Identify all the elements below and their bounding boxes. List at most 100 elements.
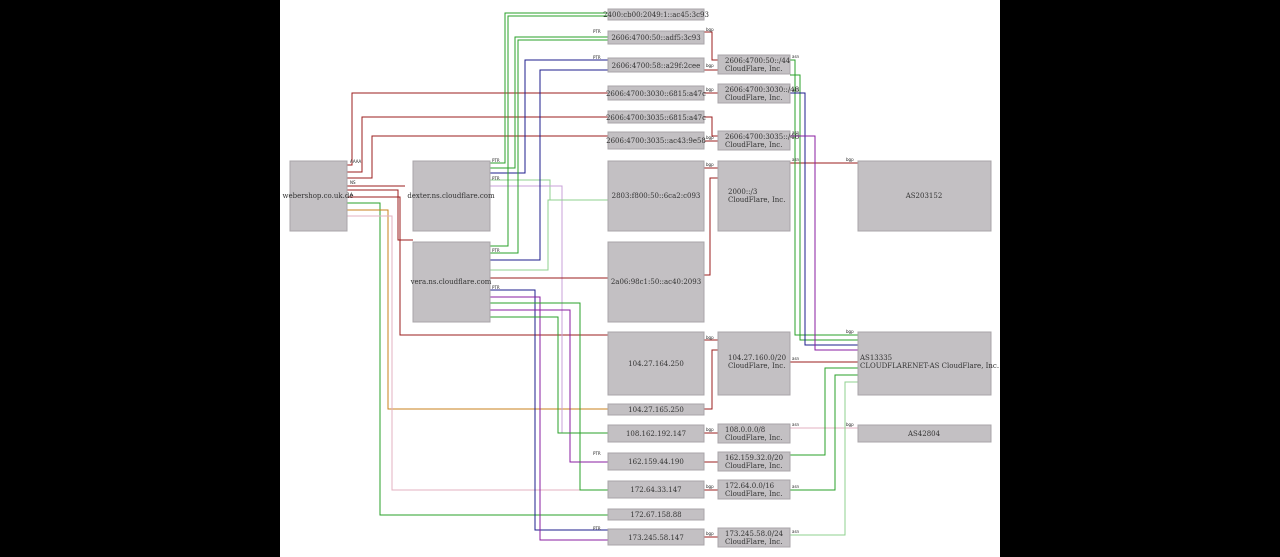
port-label-pfx6-asn: asn <box>792 422 800 427</box>
node-label: 2606:4700:50::adf5:3c93 <box>611 34 700 42</box>
nodes: webershop.co.uk.de dexter.ns.cloudflare.… <box>283 8 999 548</box>
node-pfx2[interactable]: 2606:4700:3030::/48 CloudFlare, Inc. <box>717 83 799 104</box>
node-sublabel: CloudFlare, Inc. <box>728 362 785 370</box>
port-label-ns2-ptr: PTR <box>492 248 500 253</box>
node-label: 162.159.32.0/20 <box>725 454 783 462</box>
edge-ns1-ip6c <box>490 36 608 169</box>
port-label-pfx4-asn: asn <box>792 157 800 162</box>
node-ns1[interactable]: dexter.ns.cloudflare.com <box>407 160 495 232</box>
node-sublabel: CloudFlare, Inc. <box>725 65 782 73</box>
node-label: 108.0.0.0/8 <box>725 426 765 434</box>
port-label-pfx5-asn: asn <box>792 356 800 361</box>
node-ip4b[interactable]: 104.27.165.250 <box>607 403 705 416</box>
port-label-as3-bgp: bgp <box>846 422 854 427</box>
port-label-domain-ns: NS <box>350 180 356 185</box>
node-sublabel: CloudFlare, Inc. <box>725 141 782 149</box>
network-graph: webershop.co.uk.de dexter.ns.cloudflare.… <box>283 8 999 548</box>
node-pfx3[interactable]: 2606:4700:3035::/48 CloudFlare, Inc. <box>717 130 799 151</box>
node-pfx5[interactable]: 104.27.160.0/20 CloudFlare, Inc. <box>717 331 791 396</box>
node-label: 172.64.33.147 <box>630 486 681 494</box>
port-label-pfx1-asn: asn <box>792 54 800 59</box>
port-label-as2-bgp: bgp <box>846 329 854 334</box>
edge-ns2-ip6c <box>490 39 608 254</box>
node-label: 2606:4700:58::a29f:2cee <box>612 62 701 70</box>
node-label: AS13335 <box>859 354 892 362</box>
edge-ns2-ip6a <box>490 69 608 261</box>
node-pfx7[interactable]: 162.159.32.0/20 CloudFlare, Inc. <box>717 451 791 472</box>
edge-domain-ip6f <box>347 135 608 179</box>
edge-ns2-ip4d <box>490 309 608 463</box>
node-ip6c[interactable]: 2606:4700:58::a29f:2cee <box>607 57 705 73</box>
node-pfx6[interactable]: 108.0.0.0/8 CloudFlare, Inc. <box>717 423 791 444</box>
node-label: 173.245.58.147 <box>628 534 684 542</box>
node-label: 172.67.158.88 <box>630 511 681 519</box>
node-ip4e[interactable]: 172.64.33.147 <box>607 480 705 499</box>
node-sublabel: CloudFlare, Inc. <box>728 196 785 204</box>
port-labels: AAAA NS A PTR PTR PTR PTR PTR PTR PTR PT… <box>350 27 854 536</box>
port-label-ip6d-bgp: bgp <box>706 87 714 92</box>
node-ip4c[interactable]: 108.162.192.147 <box>607 424 705 443</box>
node-sublabel: CloudFlare, Inc. <box>725 434 782 442</box>
node-ip6h[interactable]: 2a06:98c1:50::ac40:2093 <box>607 241 705 323</box>
edge-ns1-ip6b <box>490 12 608 164</box>
node-sublabel: CLOUDFLARENET-AS CloudFlare, Inc. <box>860 362 999 370</box>
node-ip4d[interactable]: 162.159.44.190 <box>607 452 705 471</box>
node-label: AS203152 <box>905 192 943 200</box>
node-ip6d[interactable]: 2606:4700:3030::6815:a47c <box>606 85 706 101</box>
port-label-domain-a: A <box>350 192 353 197</box>
node-pfx4[interactable]: 2000::/3 CloudFlare, Inc. <box>717 160 791 232</box>
edge-domain-ns2 <box>347 189 413 241</box>
node-label: 2803:f800:50::6ca2:c093 <box>612 192 701 200</box>
port-label-ip4d-ptr: PTR <box>593 451 601 456</box>
edge-domain-ip4f <box>347 202 608 516</box>
graph-canvas: webershop.co.uk.de dexter.ns.cloudflare.… <box>280 0 1000 557</box>
edge-ns2-ip4g <box>490 289 608 531</box>
node-label: 2606:4700:3035::/48 <box>725 133 799 141</box>
port-label-ip6c-bgp: bgp <box>706 63 714 68</box>
node-label: 2606:4700:3035::6815:a47c <box>606 114 706 122</box>
node-ns2[interactable]: vera.ns.cloudflare.com <box>410 241 492 323</box>
node-label: 172.64.0.0/16 <box>725 482 775 490</box>
edges <box>347 12 858 541</box>
node-ip6a[interactable]: 2400:cb00:2049:1::ac45:3c93 <box>603 8 709 21</box>
node-sublabel: CloudFlare, Inc. <box>725 462 782 470</box>
node-pfx9[interactable]: 173.245.58.0/24 CloudFlare, Inc. <box>717 527 791 548</box>
edge-pfx9-as2 <box>790 381 858 536</box>
node-label: 2606:4700:3035::ac43:9e58 <box>606 137 706 145</box>
edge-domain-ip4e <box>347 215 608 491</box>
node-pfx8[interactable]: 172.64.0.0/16 CloudFlare, Inc. <box>717 479 791 500</box>
node-as3[interactable]: AS42804 <box>857 424 992 443</box>
node-label: 104.27.164.250 <box>628 360 684 368</box>
node-as1[interactable]: AS203152 <box>857 160 992 232</box>
node-label: 173.245.58.0/24 <box>725 530 784 538</box>
node-label: 162.159.44.190 <box>628 458 684 466</box>
edge-pfx1-as2 <box>790 59 858 336</box>
edge-ip6h-pfx4 <box>704 177 718 276</box>
edge-domain-ip4a <box>347 196 608 336</box>
node-ip4a[interactable]: 104.27.164.250 <box>607 331 705 396</box>
node-domain[interactable]: webershop.co.uk.de <box>283 160 354 232</box>
node-label: vera.ns.cloudflare.com <box>410 278 492 286</box>
node-label: webershop.co.uk.de <box>283 192 354 200</box>
node-label: 2606:4700:3030::/48 <box>725 86 799 94</box>
port-label-ip6b-bgp: bgp <box>706 27 714 32</box>
port-label-ip6b-ptr: PTR <box>593 29 601 34</box>
node-ip6e[interactable]: 2606:4700:3035::6815:a47c <box>606 110 706 124</box>
node-ip6f[interactable]: 2606:4700:3035::ac43:9e58 <box>606 131 706 150</box>
port-label-ip4a-bgp: bgp <box>706 335 714 340</box>
port-label-pfx8-asn: asn <box>792 484 800 489</box>
node-as2[interactable]: AS13335 CLOUDFLARENET-AS CloudFlare, Inc… <box>857 331 999 396</box>
node-ip4g[interactable]: 173.245.58.147 <box>607 528 705 546</box>
node-label: 2a06:98c1:50::ac40:2093 <box>611 278 701 286</box>
node-ip4f[interactable]: 172.67.158.88 <box>607 508 705 521</box>
edge-pfx7-as2 <box>790 367 858 456</box>
port-label-ip6f-bgp: bgp <box>706 135 714 140</box>
edge-domain-ip6e <box>347 116 608 173</box>
node-ip6g[interactable]: 2803:f800:50::6ca2:c093 <box>607 160 705 232</box>
edge-pfx8-as2 <box>790 374 858 491</box>
port-label-ip4c-bgp: bgp <box>706 427 714 432</box>
edge-ip6b-pfx1 <box>704 31 718 61</box>
node-pfx1[interactable]: 2606:4700:50::/44 CloudFlare, Inc. <box>717 54 791 75</box>
node-ip6b[interactable]: 2606:4700:50::adf5:3c93 <box>607 30 705 45</box>
port-label-domain-aaaa: AAAA <box>350 159 362 164</box>
